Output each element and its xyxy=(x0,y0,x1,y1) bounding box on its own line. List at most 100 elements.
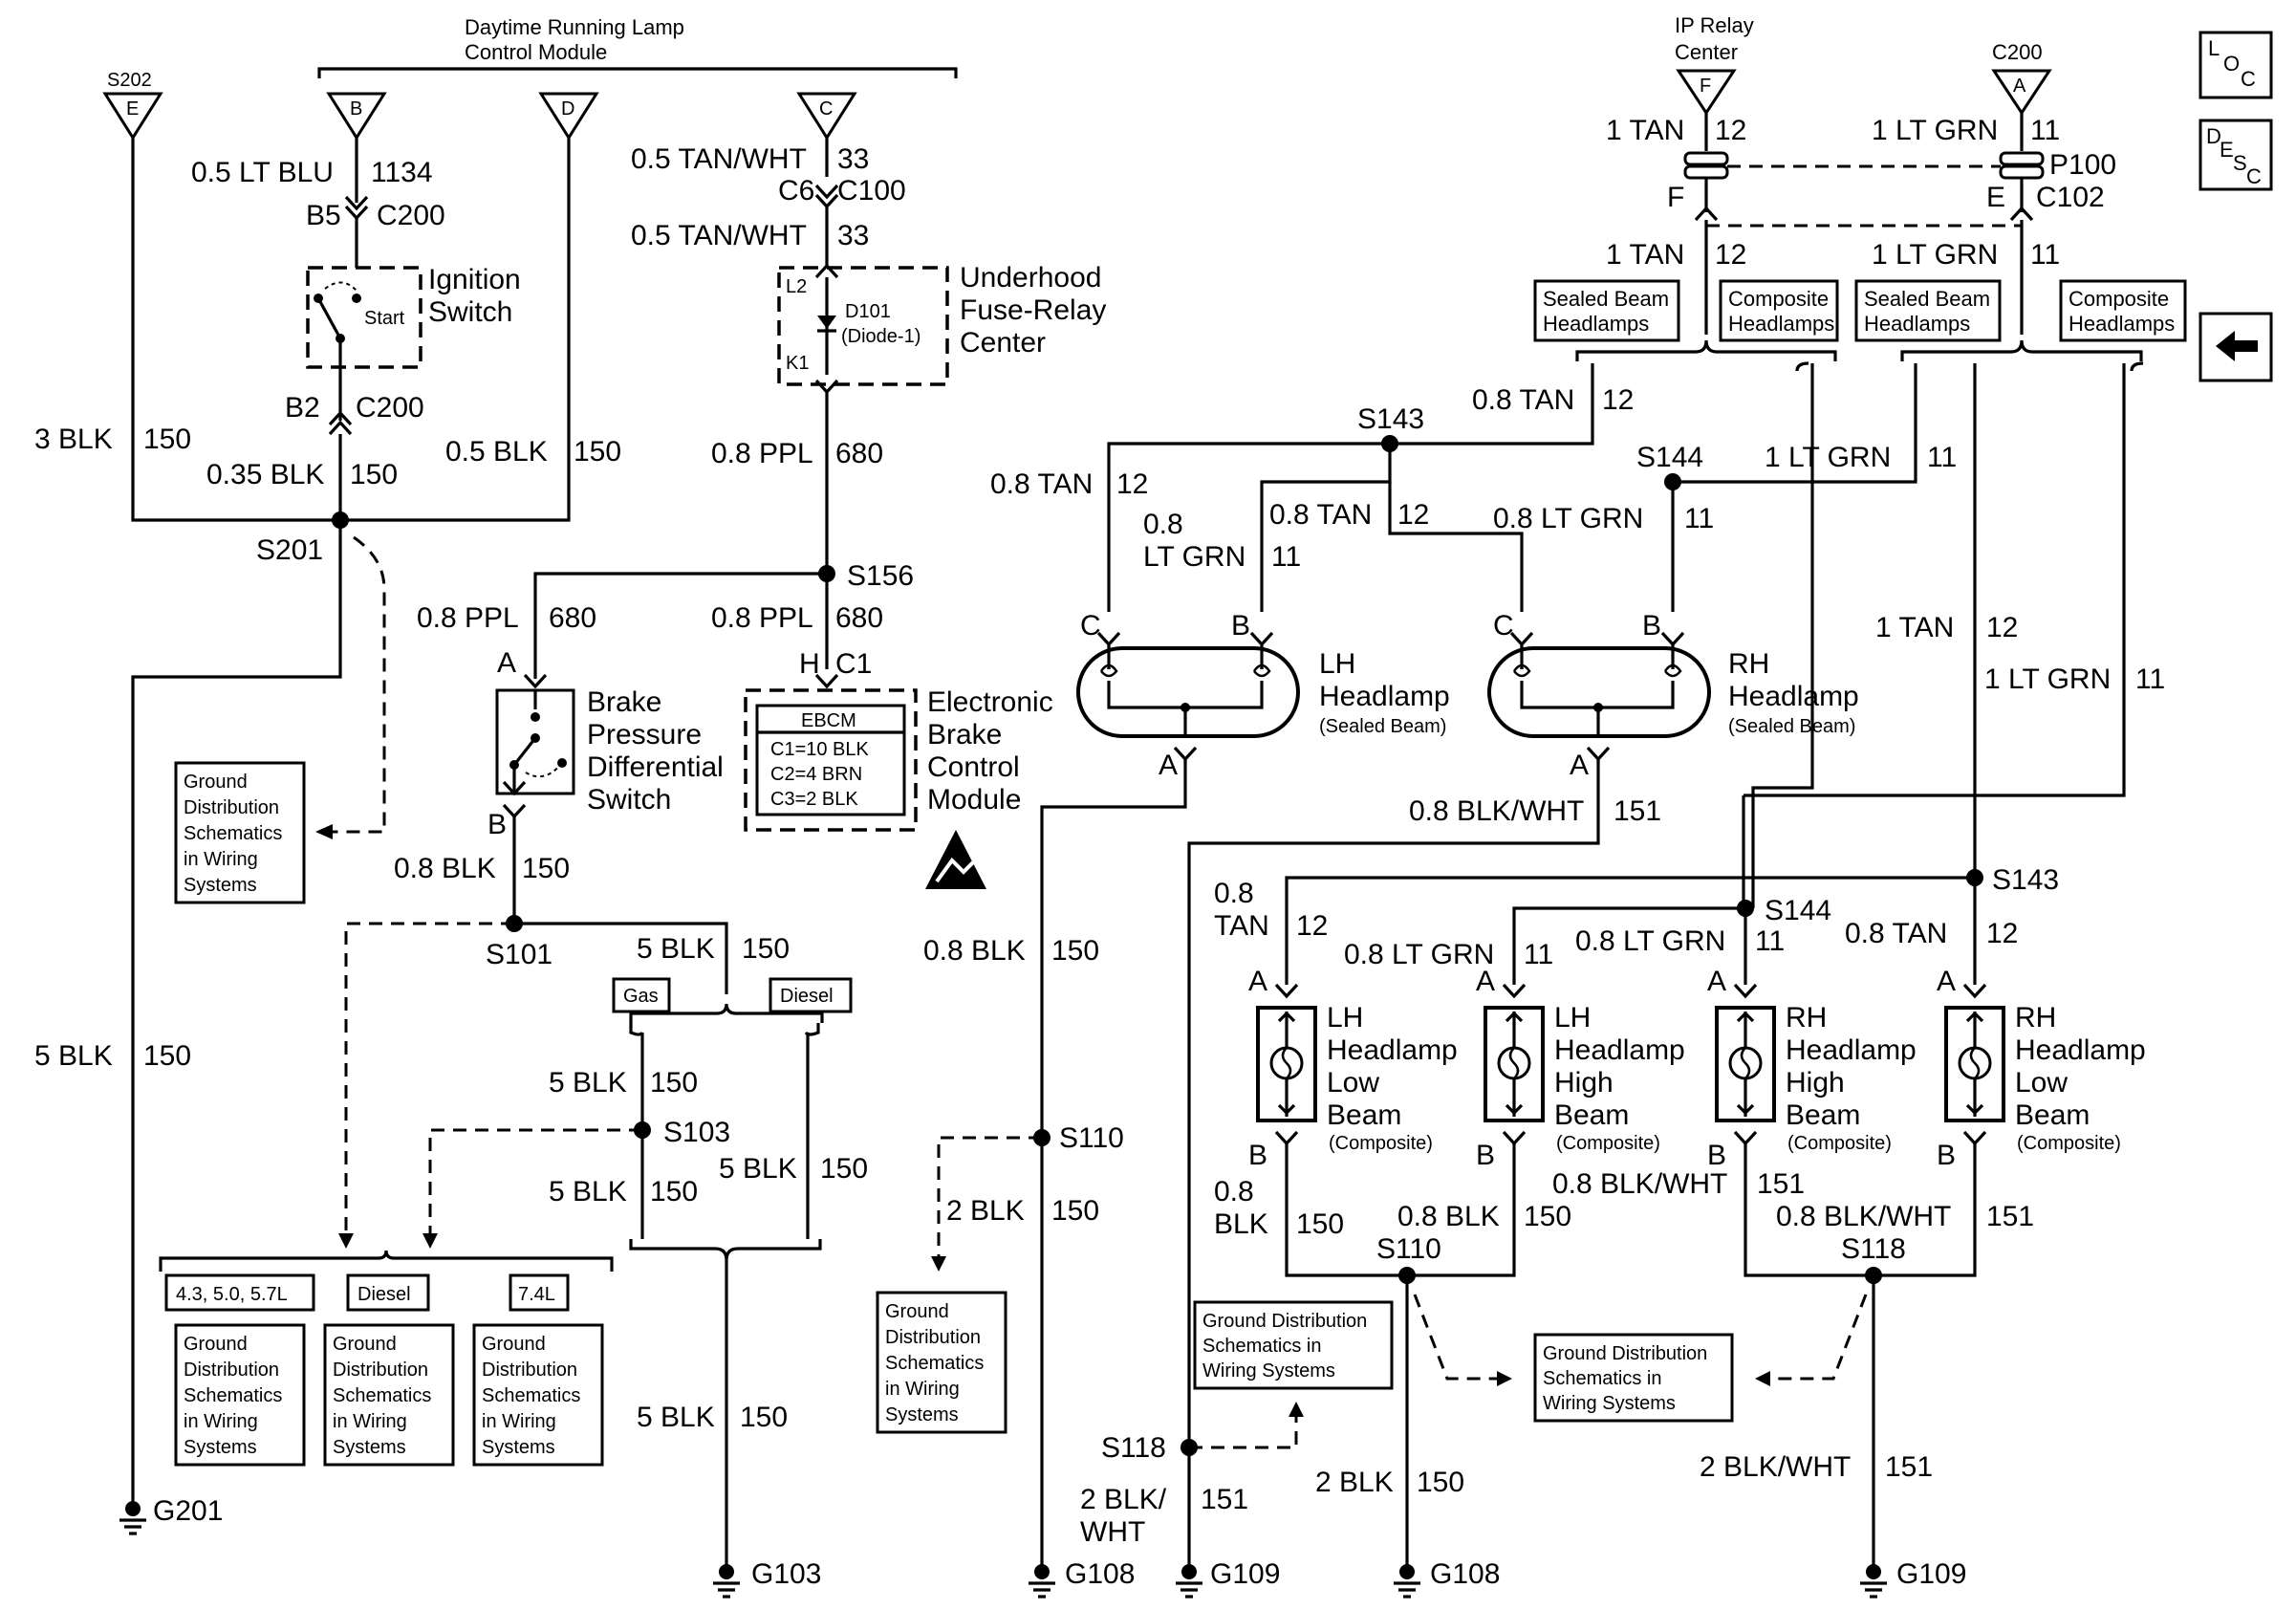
g108-left-ground-icon xyxy=(1034,1564,1050,1579)
rh-high-label-4: Beam xyxy=(1786,1099,1860,1131)
svg-text:Systems: Systems xyxy=(482,1437,555,1458)
c6-label: C6 xyxy=(778,175,814,207)
lh-high-ground-circuit: 150 xyxy=(1524,1201,1571,1232)
svg-text:Wiring Systems: Wiring Systems xyxy=(1202,1360,1335,1382)
svg-text:Schematics: Schematics xyxy=(885,1353,984,1374)
rh-low-label-2: Headlamp xyxy=(2015,1034,2146,1066)
ebcm-label-1: Electronic xyxy=(927,686,1053,718)
rh-low-label-5: (Composite) xyxy=(2017,1133,2121,1154)
p100-label: P100 xyxy=(2049,149,2116,181)
option-sealed-beam-right-2: Headlamps xyxy=(1864,312,1970,336)
s118-left-ref-arrow xyxy=(1289,1402,1304,1417)
p100-f-plug-top xyxy=(1683,151,1729,166)
ebcm-terminal xyxy=(814,673,839,689)
svg-text:Ground: Ground xyxy=(885,1301,949,1322)
tan-option-bracket xyxy=(1575,339,1837,361)
s202-connector xyxy=(102,92,163,141)
g103-label: G103 xyxy=(751,1558,821,1590)
option-engine-diesel xyxy=(346,1273,430,1312)
wire-3blk-label: 3 BLK xyxy=(34,424,113,455)
ground-dist-box-2 xyxy=(174,1323,306,1467)
lh-sealed-blk-label: 0.8 BLK xyxy=(923,935,1026,967)
s201-ref-arrow xyxy=(315,824,333,839)
s144-top-label: S144 xyxy=(1636,442,1703,473)
g103-bracket xyxy=(629,1239,822,1261)
ignition-switch-box xyxy=(306,266,422,369)
g109-right-ground-icon xyxy=(1866,1564,1881,1579)
ltgrn-top-circuit: 11 xyxy=(1927,442,1957,473)
c200-b2-terminal xyxy=(328,410,353,436)
ppl-circuit-2: 680 xyxy=(549,602,596,634)
lh-high-pin-b: B xyxy=(1476,1140,1495,1171)
ebcm-label-3: Control xyxy=(927,751,1020,783)
rh-sealed-pin-b: B xyxy=(1642,610,1661,642)
s118-2blk-label: 2 BLK/ xyxy=(1080,1484,1167,1515)
g109-right-ground-symbol xyxy=(1860,1581,1887,1599)
gas-5blk-circuit: 150 xyxy=(650,1067,698,1099)
ground-dist-text-4: Ground Distribution Schematics in Wiring… xyxy=(482,1334,580,1458)
s118-right-2blkwht-label: 2 BLK/WHT xyxy=(1700,1451,1851,1483)
desc-button[interactable] xyxy=(2199,119,2273,191)
s110-right-2blk-circuit: 150 xyxy=(1417,1467,1464,1498)
svg-text:Schematics: Schematics xyxy=(333,1385,431,1406)
ltgrn-composite-branch xyxy=(1744,361,2144,797)
lh-sealed-to-g108 xyxy=(1040,759,1187,1572)
ltgrn-rh-circuit: 11 xyxy=(1684,503,1714,534)
ign-contact-top xyxy=(352,294,361,303)
rh-high-label-2: Headlamp xyxy=(1786,1034,1917,1066)
rh-low-ground-label: 0.8 BLK/WHT xyxy=(1776,1201,1951,1232)
rh-low-pin-b: B xyxy=(1937,1140,1956,1171)
svg-text:Schematics in: Schematics in xyxy=(1202,1336,1322,1357)
svg-text:Distribution: Distribution xyxy=(885,1327,981,1348)
lh-low-label-5: (Composite) xyxy=(1329,1133,1433,1154)
s101-ref-arrow xyxy=(338,1233,354,1249)
svg-text:Ground: Ground xyxy=(482,1334,546,1355)
wire-3blk-circuit: 150 xyxy=(143,424,191,455)
ground-dist-box-3 xyxy=(323,1323,455,1467)
g108-right-ground-symbol xyxy=(1394,1581,1420,1599)
lh-low-label-4: Beam xyxy=(1327,1099,1401,1131)
module-title-line1: Daytime Running Lamp xyxy=(465,15,684,39)
rh-sealed-blkwht-label: 0.8 BLK/WHT xyxy=(1409,795,1584,827)
rh-high-label-1: RH xyxy=(1786,1002,1827,1033)
s110-left-ref-arrow xyxy=(931,1256,946,1272)
ebcm-title: EBCM xyxy=(801,710,856,731)
lh-high-label-3: High xyxy=(1554,1067,1614,1099)
svg-text:Wiring Systems: Wiring Systems xyxy=(1543,1393,1676,1414)
tan-comp-circuit: 12 xyxy=(1986,612,2018,643)
s118-left-ref-dashed xyxy=(1189,1411,1298,1449)
lh-high-ltgrn-circuit: 11 xyxy=(1524,939,1553,970)
svg-text:Distribution: Distribution xyxy=(184,1360,279,1381)
ign-start-label: Start xyxy=(364,308,405,329)
drl-pin-d: D xyxy=(561,98,574,120)
option-engine-diesel-label: Diesel xyxy=(357,1284,411,1305)
lh-low-pin-b: B xyxy=(1248,1140,1267,1171)
s110-right-2blk-label: 2 BLK xyxy=(1315,1467,1394,1498)
s101-ref-dashed xyxy=(344,922,514,1239)
ltgrn-option-bracket xyxy=(1900,339,2143,361)
svg-text:Distribution: Distribution xyxy=(482,1360,577,1381)
ebcm-c1-label: C1 xyxy=(835,648,872,680)
lh-sealed-headlamp xyxy=(1076,646,1300,738)
ppl-circuit-3: 680 xyxy=(835,602,883,634)
brake-a-terminal xyxy=(523,673,548,689)
loc-button[interactable] xyxy=(2199,31,2273,99)
option-composite-right xyxy=(2059,279,2187,342)
option-engine-74 xyxy=(509,1273,570,1312)
lh-sealed-pin-c: C xyxy=(1080,610,1101,642)
rh-low-label-4: Beam xyxy=(2015,1099,2090,1131)
ltgrn-feed-rh-b xyxy=(1671,438,1917,612)
s110-2blk-label: 2 BLK xyxy=(946,1195,1025,1227)
diesel-5blk-label: 5 BLK xyxy=(719,1153,797,1185)
s101-to-junction xyxy=(514,922,728,994)
rh-sealed-pin-c: C xyxy=(1493,610,1514,642)
g103-5blk-circuit: 150 xyxy=(740,1402,788,1433)
lh-low-ground-blk: BLK xyxy=(1214,1208,1268,1240)
s118-right-2blkwht-circuit: 151 xyxy=(1885,1451,1933,1483)
lh-high-label-5: (Composite) xyxy=(1556,1133,1660,1154)
lh-high-label-1: LH xyxy=(1554,1002,1591,1033)
gas-5blk-label: 5 BLK xyxy=(549,1067,627,1099)
s143-top-label: S143 xyxy=(1357,403,1424,435)
rh-low-label-3: Low xyxy=(2015,1067,2068,1099)
